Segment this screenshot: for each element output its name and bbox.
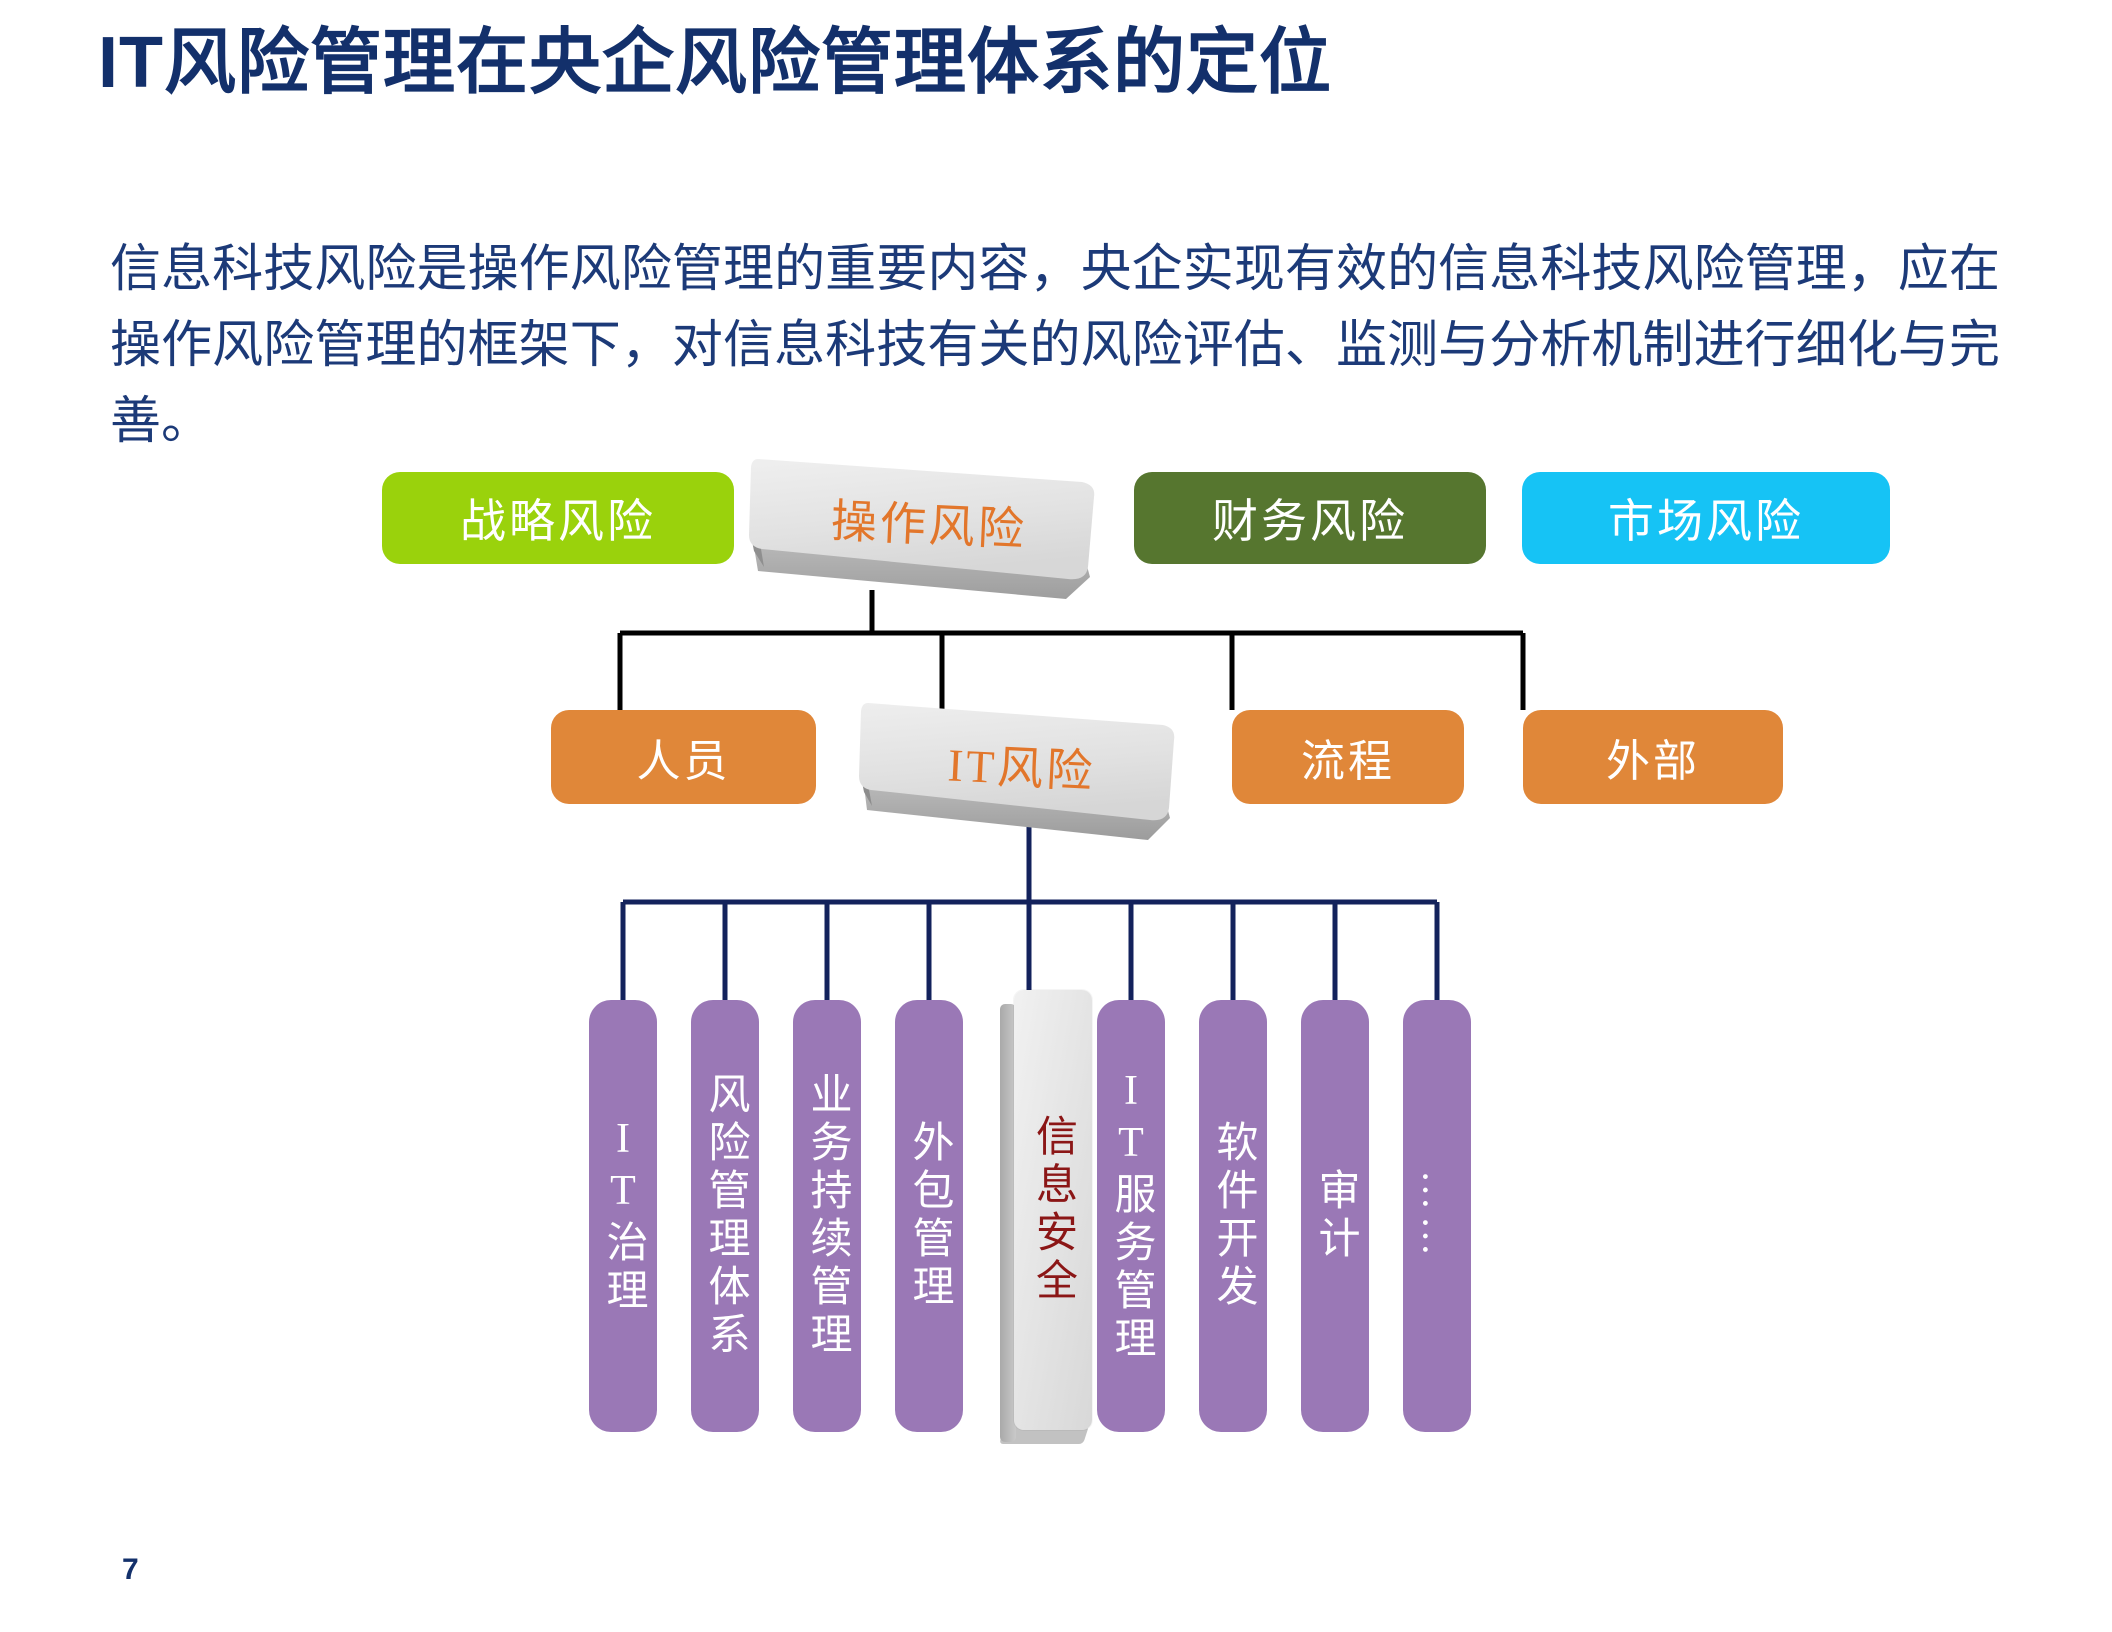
it-domain-label: 软件开发 — [1210, 1120, 1256, 1312]
body-paragraph: 信息科技风险是操作风险管理的重要内容，央企实现有效的信息科技风险管理，应在操作风… — [110, 242, 2000, 450]
it-domain-business-continuity[interactable]: 业务持续管理 — [793, 1000, 861, 1432]
risk-box-external[interactable]: 外部 — [1523, 710, 1783, 804]
risk-box-process[interactable]: 流程 — [1232, 710, 1464, 804]
it-domain-software-development[interactable]: 软件开发 — [1199, 1000, 1267, 1432]
risk-box-it[interactable]: IT风险 — [858, 700, 1178, 846]
risk-box-label: 财务风险 — [1212, 496, 1408, 547]
it-risk-box-3d-shape — [859, 703, 1175, 840]
it-domain-label: 外包管理 — [906, 1120, 952, 1312]
risk-box-people[interactable]: 人员 — [551, 710, 816, 804]
it-domain-audit[interactable]: 审计 — [1301, 1000, 1369, 1432]
it-domain-risk-framework[interactable]: 风险管理体系 — [691, 1000, 759, 1432]
infosec-box-face: 信息安全 — [1014, 990, 1092, 1430]
risk-box-label: IT风险 — [946, 739, 1097, 798]
it-domain-more[interactable]: …… — [1403, 1000, 1471, 1432]
risk-box-label: 市场风险 — [1608, 496, 1804, 547]
risk-box-label: 人员 — [636, 737, 731, 786]
risk-box-label: 操作风险 — [829, 495, 1028, 556]
it-domain-label: 信息安全 — [1029, 1114, 1076, 1306]
risk-box-market[interactable]: 市场风险 — [1522, 472, 1890, 564]
page-title: IT风险管理在央企风险管理体系的定位 — [98, 23, 1332, 103]
risk-box-strategic[interactable]: 战略风险 — [382, 472, 734, 564]
risk-box-operational[interactable]: 操作风险 — [748, 455, 1098, 605]
it-domain-governance[interactable]: IT治理 — [589, 1000, 657, 1432]
it-domain-service-management[interactable]: IT服务管理 — [1097, 1000, 1165, 1432]
page-number: 7 — [122, 1553, 139, 1586]
it-domain-label: 审计 — [1312, 1168, 1358, 1264]
it-domain-label: …… — [1414, 1170, 1460, 1262]
infosec-box-side — [1000, 1004, 1016, 1442]
it-domain-label: IT服务管理 — [1108, 1068, 1154, 1364]
it-domain-label: 风险管理体系 — [702, 1072, 748, 1360]
it-domain-information-security[interactable]: 信息安全 — [999, 990, 1092, 1444]
it-domain-label: IT治理 — [600, 1116, 646, 1316]
it-risk-label-wrap: IT风险 — [858, 700, 1178, 846]
it-domain-outsourcing[interactable]: 外包管理 — [895, 1000, 963, 1432]
risk-box-label: 外部 — [1606, 737, 1700, 786]
operational-label-wrap: 操作风险 — [748, 455, 1098, 605]
operational-box-3d-shape — [749, 459, 1095, 599]
risk-box-financial[interactable]: 财务风险 — [1134, 472, 1486, 564]
risk-box-label: 流程 — [1301, 737, 1395, 786]
it-domain-label: 业务持续管理 — [804, 1072, 850, 1360]
risk-box-label: 战略风险 — [460, 496, 656, 547]
